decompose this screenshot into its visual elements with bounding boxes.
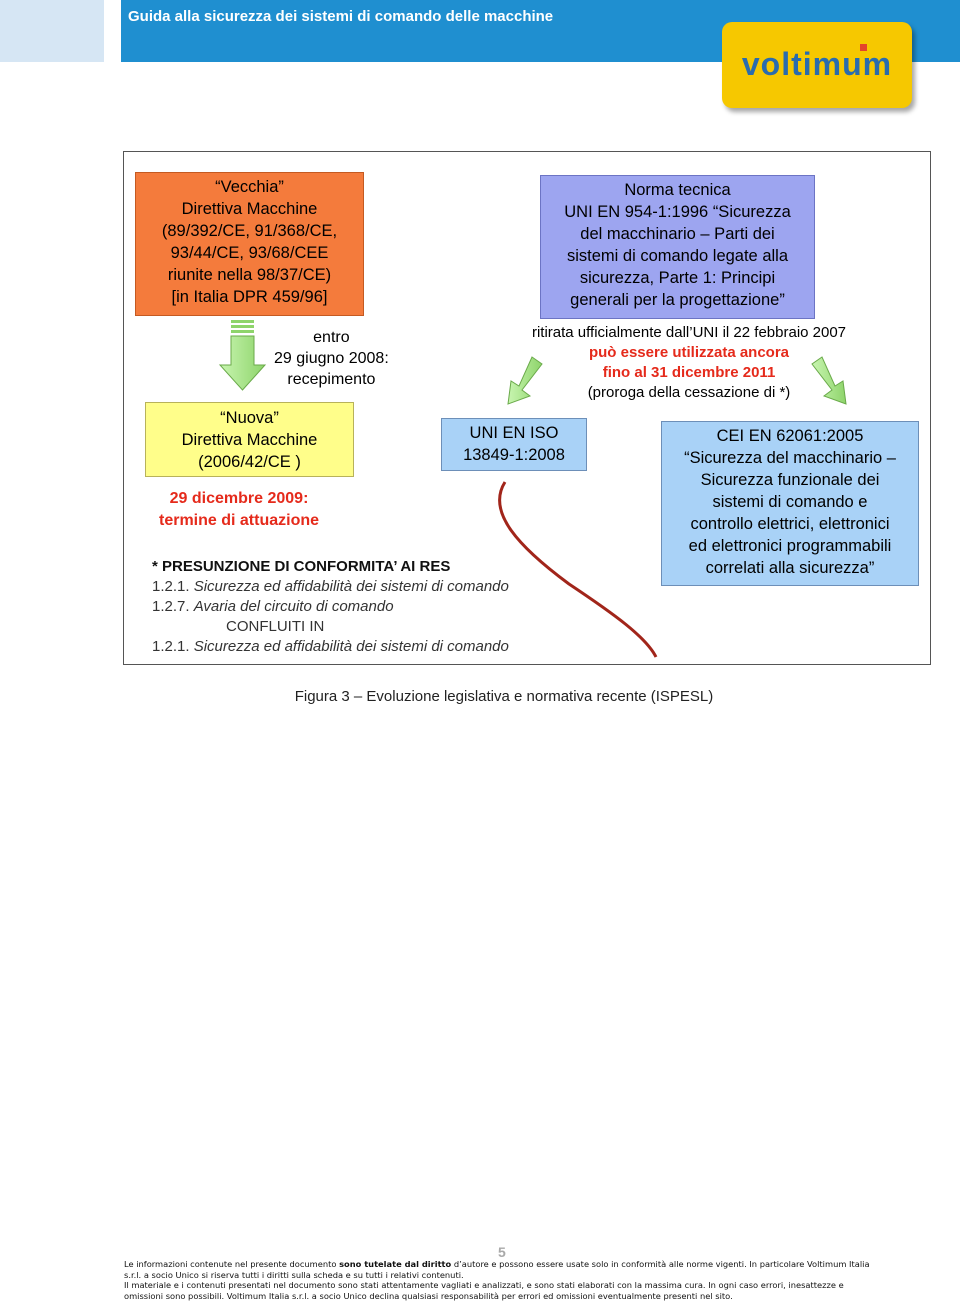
deadline-text: 29 dicembre 2009: termine di attuazione [159, 488, 319, 532]
old-directive-line: (89/392/CE, 91/368/CE, [161, 222, 338, 240]
norma-line: generali per la progettazione” [570, 291, 785, 309]
still-usable-text: fino al 31 dicembre 2011 [602, 364, 776, 381]
cei-en-line: sistemi di comando e [712, 493, 868, 511]
footer-text: d’autore e possono essere usate solo in … [451, 1259, 870, 1269]
footer-text: Il materiale e i contenuti presentati ne… [124, 1280, 844, 1290]
deadline-line: termine di attuazione [159, 512, 320, 529]
page-number: 5 [498, 1244, 506, 1260]
presunzione-title: * PRESUNZIONE DI CONFORMITA’ AI RES [152, 558, 451, 575]
new-directive-line: “Nuova” [220, 409, 279, 427]
document-title: Guida alla sicurezza dei sistemi di coma… [128, 8, 554, 25]
logo-dot [860, 44, 867, 51]
item-text: Sicurezza ed affidabilità dei sistemi di… [193, 578, 509, 595]
norma-line: sistemi di comando legate alla [566, 247, 789, 265]
new-directive-box: “Nuova” Direttiva Macchine (2006/42/CE ) [145, 402, 354, 477]
voltimum-logo: voltimum [722, 22, 912, 108]
uni-en-iso-line: 13849-1:2008 [463, 446, 565, 464]
cei-en-line: ed elettronici programmabili [688, 537, 892, 555]
norma-line: del macchinario – Parti dei [580, 225, 775, 243]
old-directive-line: Direttiva Macchine [181, 200, 318, 218]
cei-en-line: correlati alla sicurezza” [705, 559, 875, 577]
norma-tecnica-box: Norma tecnica UNI EN 954-1:1996 “Sicurez… [540, 175, 815, 319]
cei-en-box: CEI EN 62061:2005 “Sicurezza del macchin… [661, 421, 919, 586]
presunzione-note: * PRESUNZIONE DI CONFORMITA’ AI RES 1.2.… [152, 557, 509, 657]
figure-diagram: “Vecchia” Direttiva Macchine (89/392/CE,… [123, 151, 931, 665]
footer-disclaimer: Le informazioni contenute nel presente d… [124, 1259, 884, 1301]
item-number: 1.2.7. [152, 598, 190, 615]
footer-text: omissioni sono possibili. Voltimum Itali… [124, 1290, 733, 1301]
new-directive-line: Direttiva Macchine [181, 431, 318, 449]
header-left-block [0, 0, 104, 62]
footer-text: Le informazioni contenute nel presente d… [124, 1259, 340, 1269]
proroga-text: (proroga della cessazione di *) [587, 384, 791, 401]
cei-en-line: Sicurezza funzionale dei [700, 471, 880, 489]
transition-line: recepimento [287, 371, 376, 388]
cei-en-line: “Sicurezza del macchinario – [684, 449, 896, 467]
transition-line: entro [313, 329, 350, 346]
old-directive-box: “Vecchia” Direttiva Macchine (89/392/CE,… [135, 172, 364, 316]
item-number: 1.2.1. [152, 638, 190, 655]
norma-line: UNI EN 954-1:1996 “Sicurezza [564, 203, 791, 221]
transition-text: entro 29 giugno 2008: recepimento [274, 327, 389, 390]
down-arrow-icon [218, 320, 267, 391]
cei-en-line: CEI EN 62061:2005 [716, 427, 864, 445]
figure-caption: Figura 3 – Evoluzione legislativa e norm… [294, 688, 714, 705]
cei-en-line: controllo elettrici, elettronici [690, 515, 890, 533]
old-directive-line: [in Italia DPR 459/96] [171, 288, 328, 306]
logo-text: voltimum [741, 46, 893, 82]
footer-text: s.r.l. a socio Unico si riserva tutti i … [124, 1269, 464, 1280]
item-text: Avaria del circuito di comando [193, 598, 394, 615]
footer-bold-text: sono tutelate dal diritto [339, 1259, 452, 1269]
diagonal-arrow-left-icon [507, 356, 543, 405]
new-directive-line: (2006/42/CE ) [198, 453, 301, 471]
withdrawal-note: ritirata ufficialmente dall’UNI il 22 fe… [514, 323, 864, 403]
transition-line: 29 giugno 2008: [274, 350, 389, 367]
norma-line: Norma tecnica [624, 181, 731, 199]
item-text: Sicurezza ed affidabilità dei sistemi di… [193, 638, 509, 655]
connector-curve [498, 481, 658, 658]
item-number: 1.2.1. [152, 578, 190, 595]
diagonal-arrow-right-icon [811, 356, 847, 405]
diagram-arrows [218, 320, 847, 658]
old-directive-line: “Vecchia” [215, 178, 284, 196]
old-directive-line: riunite nella 98/37/CE) [167, 266, 332, 284]
uni-en-iso-box: UNI EN ISO 13849-1:2008 [441, 418, 587, 471]
withdrawn-text: ritirata ufficialmente dall’UNI il 22 fe… [531, 324, 847, 341]
deadline-line: 29 dicembre 2009: [169, 490, 309, 507]
uni-en-iso-line: UNI EN ISO [469, 424, 559, 442]
still-usable-text: può essere utilizzata ancora [588, 344, 790, 361]
old-directive-line: 93/44/CE, 93/68/CEE [170, 244, 329, 262]
norma-line: sicurezza, Parte 1: Principi [579, 269, 776, 287]
confluiti-text: CONFLUITI IN [226, 618, 325, 635]
